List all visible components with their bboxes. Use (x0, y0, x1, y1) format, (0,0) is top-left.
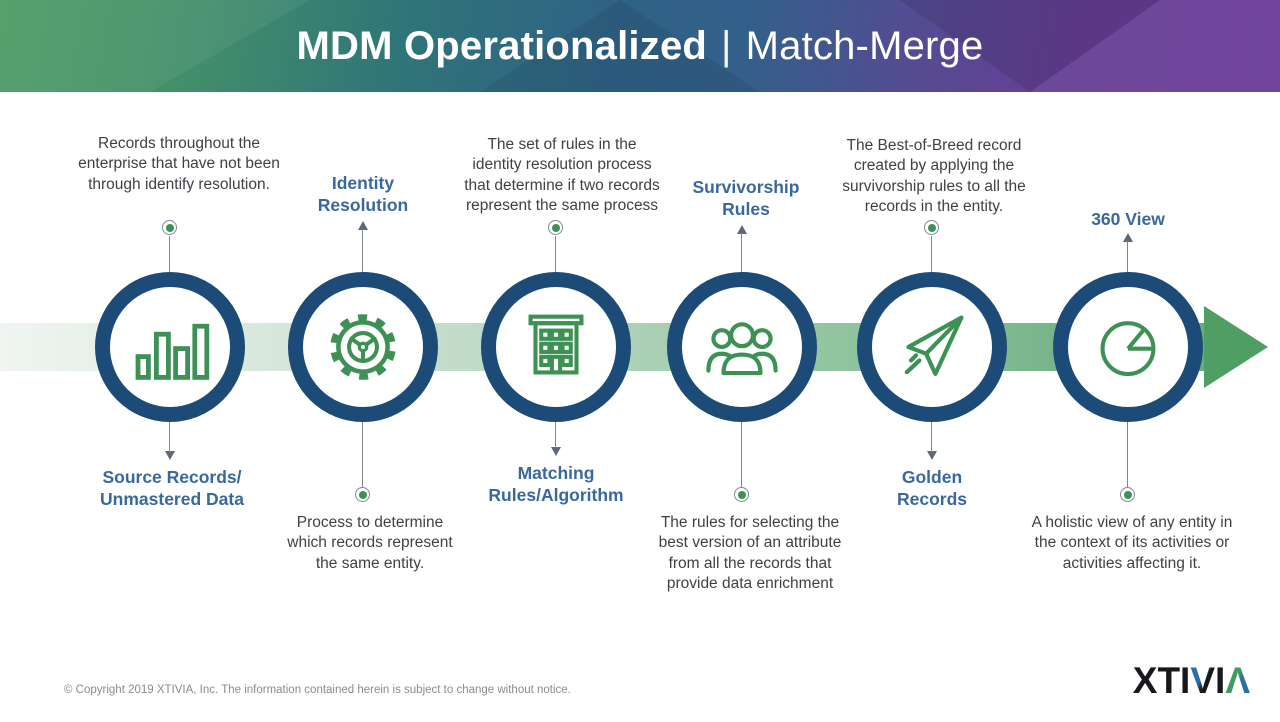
step-description-360-view: A holistic view of any entity in the con… (1031, 514, 1233, 572)
connector-dot (924, 220, 939, 235)
connector-dot (548, 220, 563, 235)
step-description-identity-resolution: Process to determine which records repre… (287, 514, 453, 572)
arrow-up-icon (1123, 233, 1133, 242)
building-icon (528, 314, 584, 375)
arrow-down-icon (927, 451, 937, 460)
header-banner: MDM Operationalized | Match-Merge (0, 0, 1280, 92)
step-label-survivorship-rules: Survivorship Rules (692, 177, 800, 220)
connector-line (169, 422, 170, 452)
people-icon (706, 322, 778, 376)
connector-dot (1120, 487, 1135, 502)
page-title-main: MDM Operationalized (296, 23, 708, 68)
timeline-arrow-icon (1204, 306, 1268, 388)
arrow-down-icon (551, 447, 561, 456)
connector-dot (162, 220, 177, 235)
step-circle-identity-resolution (288, 272, 438, 422)
logo-text: V (1190, 660, 1216, 701)
step-description-matching-rules: The set of rules in the identity resolut… (464, 136, 660, 215)
connector-line (931, 236, 932, 272)
page-title-divider: | (721, 23, 732, 68)
step-circle-golden-records (857, 272, 1007, 422)
step-label-source-records: Source Records/ Unmastered Data (100, 467, 244, 510)
connector-dot (734, 487, 749, 502)
connector-line (555, 236, 556, 272)
connector-line (1127, 241, 1128, 272)
copyright-text: © Copyright 2019 XTIVIA, Inc. The inform… (64, 684, 571, 696)
arrow-up-icon (358, 221, 368, 230)
connector-line (555, 422, 556, 448)
connector-line (362, 229, 363, 272)
step-label-matching-rules: Matching Rules/Algorithm (488, 463, 624, 506)
paper-plane-icon (904, 315, 964, 376)
logo-text: I (1215, 660, 1226, 701)
connector-line (362, 422, 363, 487)
arrow-down-icon (165, 451, 175, 460)
connector-line (741, 233, 742, 272)
connector-line (169, 236, 170, 272)
step-label-identity-resolution: Identity Resolution (317, 173, 409, 216)
step-description-source-records: Records throughout the enterprise that h… (78, 135, 280, 193)
connector-dot (355, 487, 370, 502)
step-label-360-view: 360 View (1091, 209, 1165, 229)
logo-text: Λ (1225, 660, 1250, 701)
page-title: MDM Operationalized | Match-Merge (0, 0, 1280, 92)
connector-line (741, 422, 742, 487)
xtivia-logo: XTIVIΛ (1133, 660, 1250, 702)
step-label-golden-records: Golden Records (896, 467, 968, 510)
logo-text: XTI (1132, 660, 1191, 701)
arrow-up-icon (737, 225, 747, 234)
page-title-sub: Match-Merge (745, 23, 984, 68)
step-circle-matching-rules (481, 272, 631, 422)
bar-chart-icon (135, 323, 210, 380)
step-circle-360-view (1053, 272, 1203, 422)
gear-icon (330, 314, 396, 380)
step-description-survivorship-rules: The rules for selecting the best version… (658, 514, 842, 593)
step-description-golden-records: The Best-of-Breed record created by appl… (842, 137, 1026, 216)
step-circle-survivorship-rules (667, 272, 817, 422)
connector-line (1127, 422, 1128, 487)
connector-line (931, 422, 932, 452)
step-circle-source-records (95, 272, 245, 422)
pie-chart-icon (1100, 321, 1156, 377)
